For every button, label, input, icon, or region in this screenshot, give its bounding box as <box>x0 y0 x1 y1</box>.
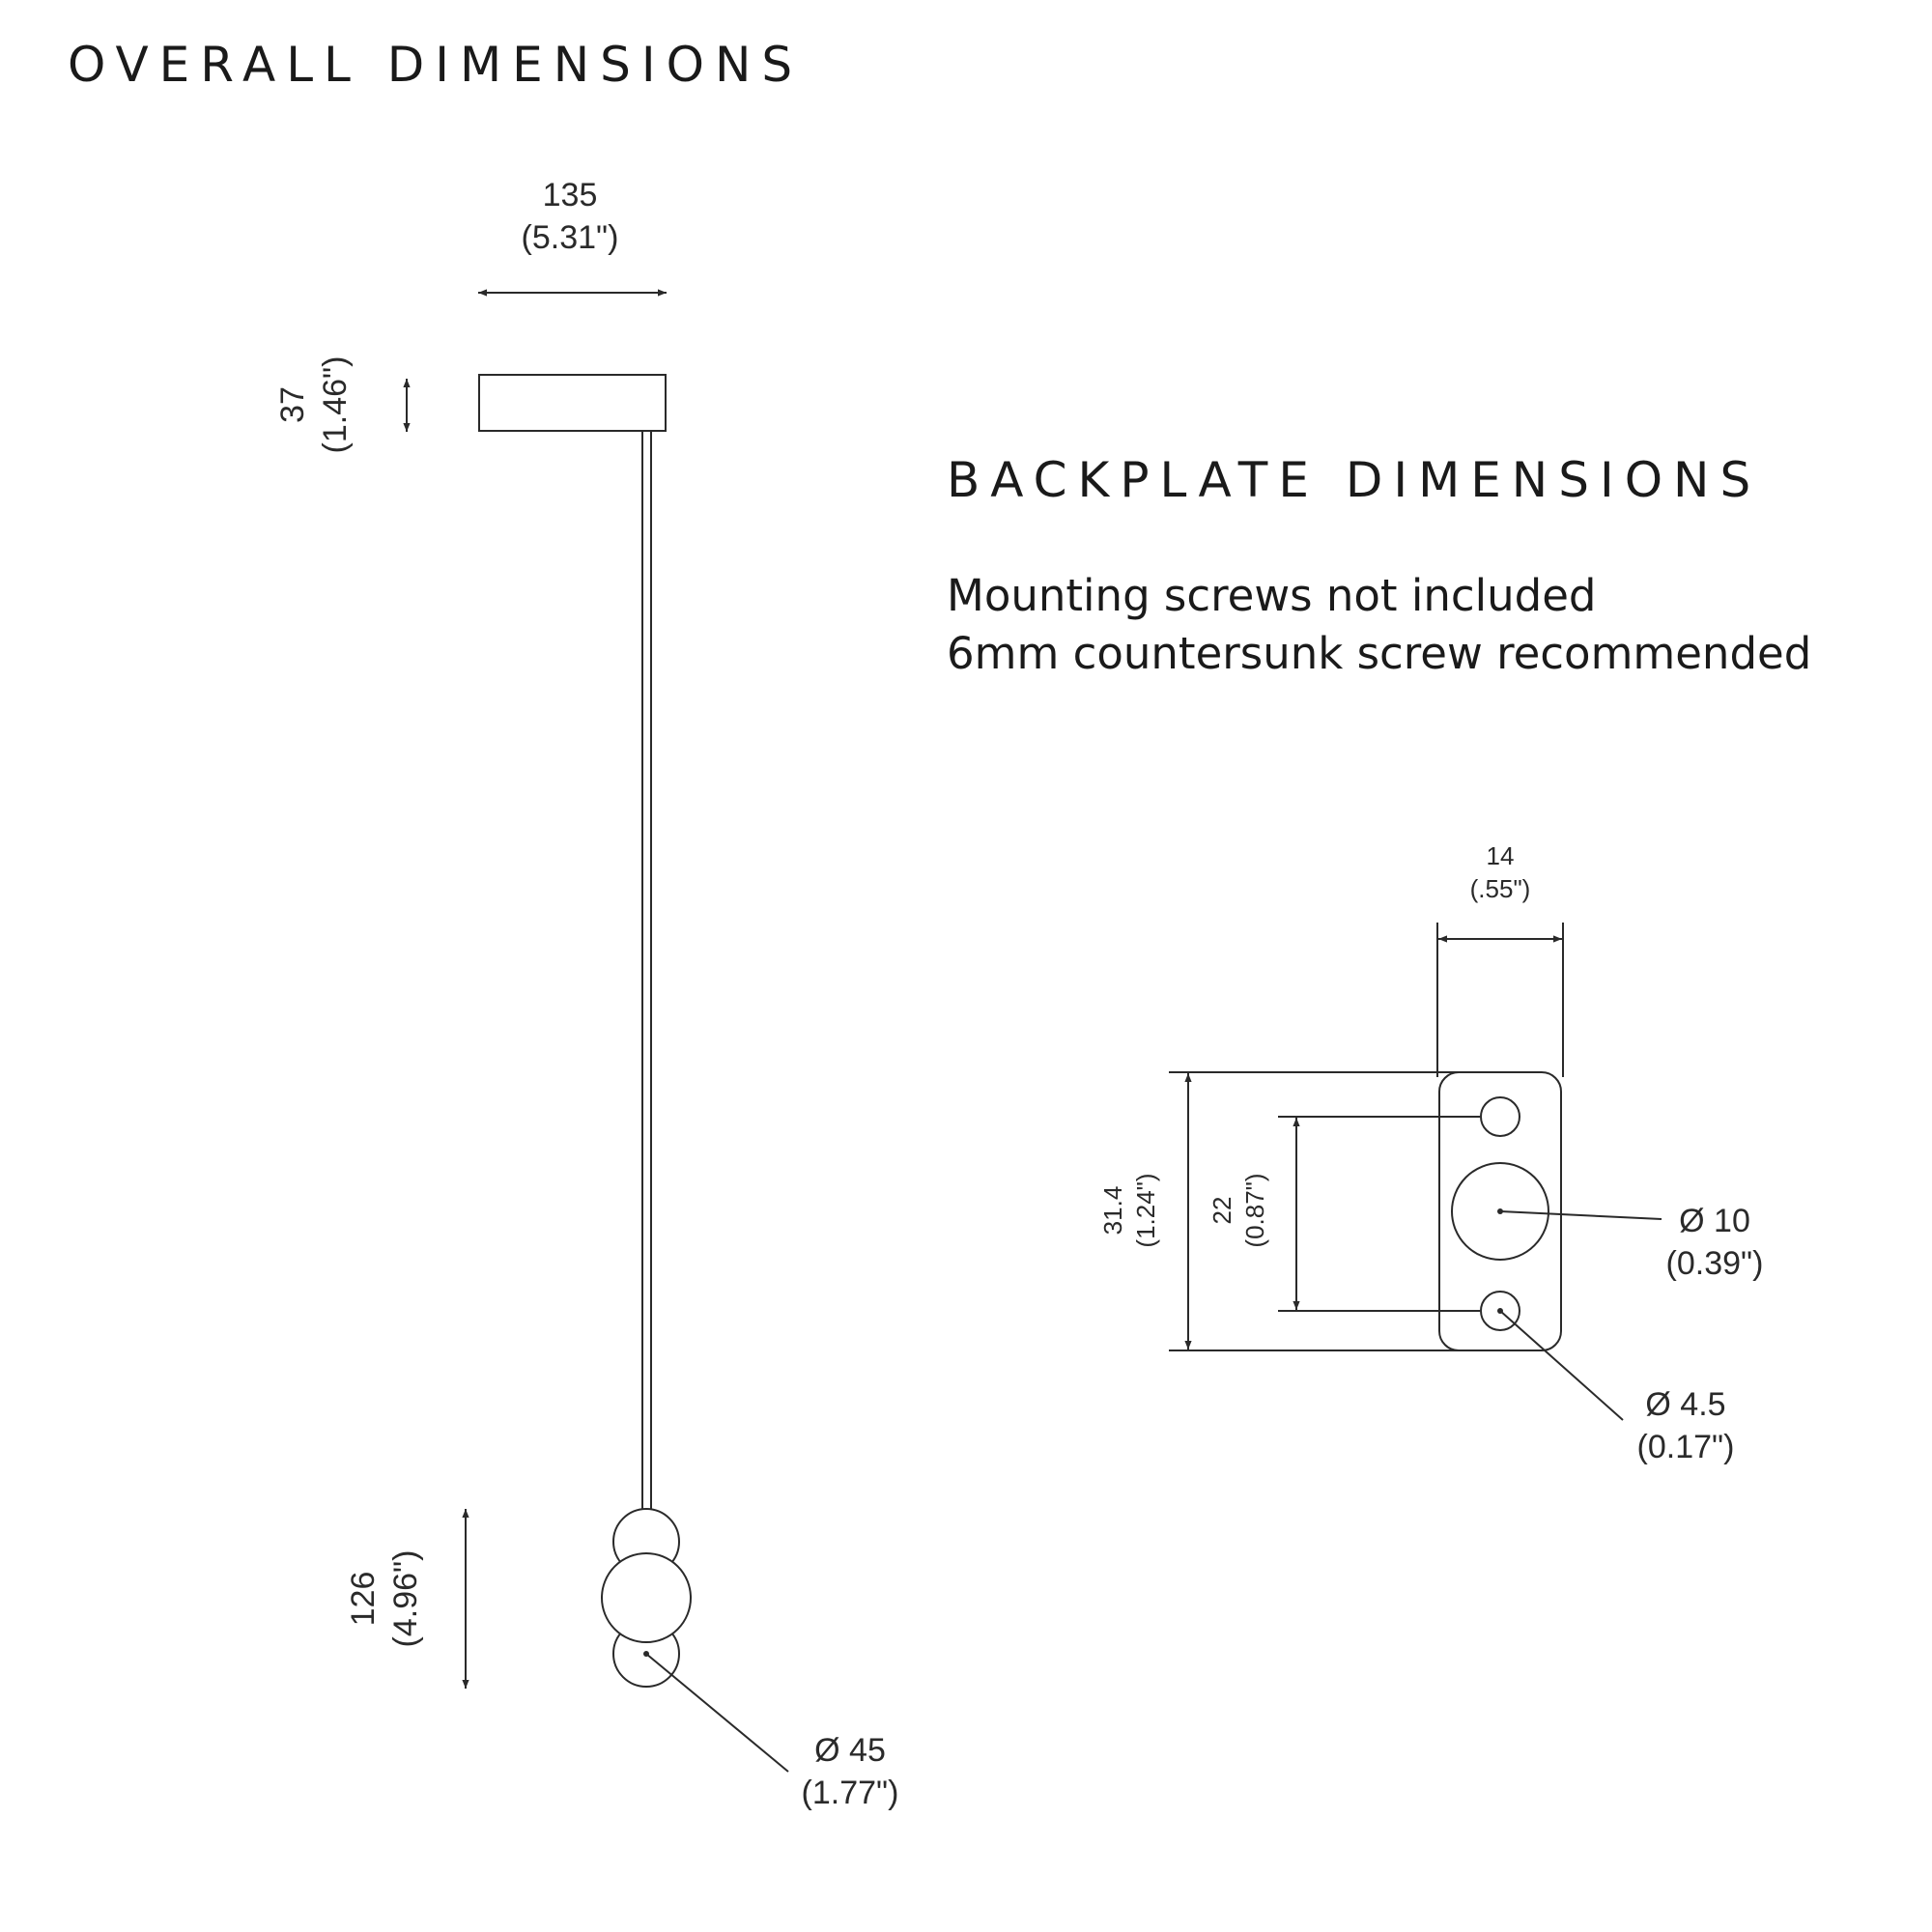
shade-height-label: 126 (4.96") <box>342 1531 427 1666</box>
screw-hole-label: Ø 4.5 (0.17") <box>1608 1383 1763 1468</box>
shade-diameter-mm: Ø 45 <box>814 1732 886 1769</box>
hole-spacing-in: (0.87") <box>1239 1173 1269 1248</box>
note-countersunk-screw: 6mm countersunk screw recommended <box>947 628 1812 679</box>
screw-hole-mm: Ø 4.5 <box>1645 1386 1726 1423</box>
center-hole-label: Ø 10 (0.39") <box>1633 1200 1797 1285</box>
center-hole-in: (0.39") <box>1665 1245 1764 1283</box>
backplate-dimensions-title: BACKPLATE DIMENSIONS <box>947 452 1762 508</box>
canopy-height-in: (1.46") <box>317 355 355 454</box>
canopy-width-mm: 135 <box>542 177 598 213</box>
note-screws-not-included: Mounting screws not included <box>947 570 1597 621</box>
screw-hole-in: (0.17") <box>1636 1429 1735 1466</box>
hole-spacing-label: 22 (0.87") <box>1207 1157 1272 1264</box>
backplate-width-mm: 14 <box>1486 841 1515 870</box>
shade-diameter-leader <box>645 1653 789 1773</box>
backplate-height-mm: 31.4 <box>1098 1185 1127 1236</box>
canopy-width-label: 135 (5.31") <box>473 174 667 259</box>
canopy <box>478 374 667 432</box>
shade-diameter-leader-dot <box>643 1651 649 1657</box>
shade-diameter-in: (1.77") <box>801 1775 899 1812</box>
shade-height-mm: 126 <box>345 1571 382 1627</box>
backplate-height-label: 31.4 (1.24") <box>1097 1157 1163 1264</box>
shade-height-in: (4.96") <box>387 1549 425 1648</box>
shade-diameter-label: Ø 45 (1.77") <box>773 1729 927 1814</box>
overall-dimensions-title: OVERALL DIMENSIONS <box>68 37 804 93</box>
backplate-top-screw-hole <box>1480 1096 1520 1137</box>
backplate-width-label: 14 (.55") <box>1442 840 1558 906</box>
center-hole-mm: Ø 10 <box>1679 1203 1750 1239</box>
screw-hole-leader <box>1499 1310 1624 1421</box>
center-hole-leader <box>1499 1210 1662 1220</box>
canopy-height-mm: 37 <box>274 386 311 423</box>
screw-hole-leader-dot <box>1497 1308 1503 1314</box>
backplate-width-in: (.55") <box>1469 873 1531 903</box>
shade-middle-sphere <box>601 1552 692 1643</box>
hole-spacing-mm: 22 <box>1208 1196 1236 1225</box>
backplate-height-in: (1.24") <box>1130 1173 1160 1248</box>
center-hole-leader-dot <box>1497 1208 1503 1214</box>
canopy-height-label: 37 (1.46") <box>271 347 356 463</box>
canopy-width-in: (5.31") <box>521 219 619 257</box>
backplate-outline <box>1438 1071 1562 1351</box>
